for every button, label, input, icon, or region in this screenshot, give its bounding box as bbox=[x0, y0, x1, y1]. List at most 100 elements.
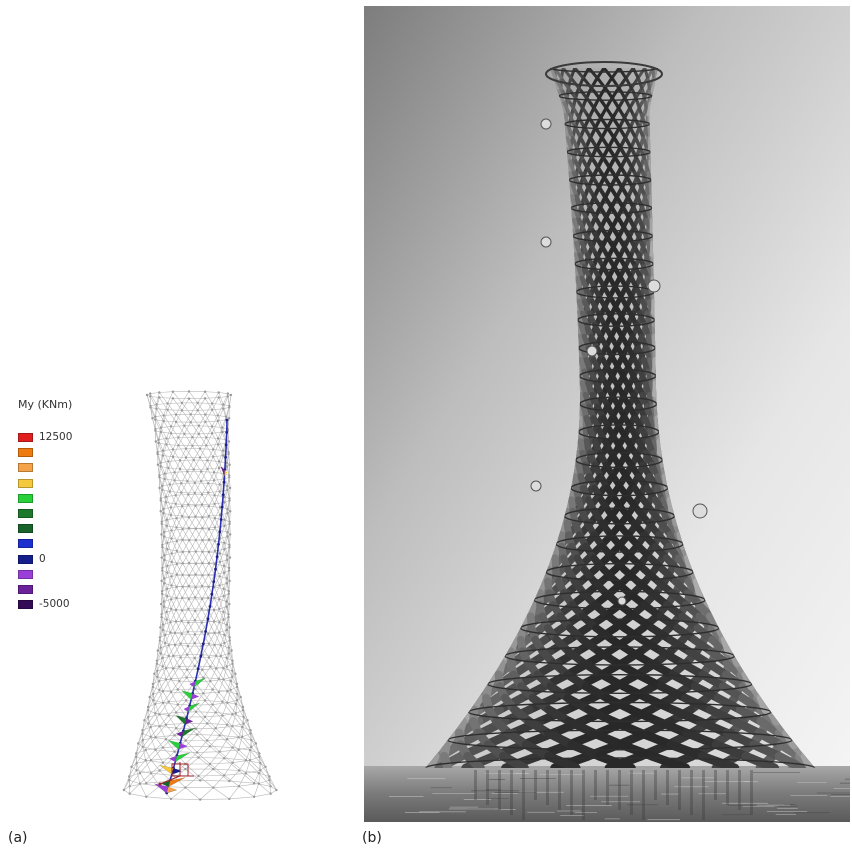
lattice-node bbox=[208, 539, 210, 541]
lattice-node bbox=[182, 562, 184, 564]
lattice-node bbox=[160, 616, 162, 618]
lattice-node bbox=[137, 742, 139, 744]
lattice-node bbox=[172, 391, 174, 393]
member-node bbox=[207, 618, 210, 621]
lattice-edge bbox=[176, 610, 182, 621]
lattice-edge bbox=[171, 506, 182, 507]
legend-swatch bbox=[18, 570, 33, 579]
lattice-node bbox=[170, 432, 172, 434]
lattice-node bbox=[204, 421, 206, 423]
lattice-node bbox=[170, 529, 172, 531]
lattice-edge bbox=[177, 552, 183, 564]
lattice-edge bbox=[196, 506, 203, 518]
lattice-node bbox=[173, 471, 175, 473]
lattice-edge bbox=[230, 511, 231, 522]
lattice-node bbox=[212, 768, 214, 770]
lattice-node bbox=[218, 584, 220, 586]
lattice-node bbox=[166, 611, 168, 613]
lattice-node bbox=[228, 546, 230, 548]
lattice-node bbox=[219, 552, 221, 554]
legend-swatch bbox=[18, 600, 33, 609]
member-node bbox=[223, 481, 226, 484]
lattice-node bbox=[170, 506, 172, 508]
legend-swatch bbox=[18, 448, 33, 457]
lattice-node bbox=[222, 611, 224, 613]
lattice-edge bbox=[202, 599, 208, 610]
lattice-node bbox=[242, 709, 244, 711]
lattice-node bbox=[221, 714, 223, 716]
lattice-node bbox=[159, 639, 161, 641]
lattice-node bbox=[184, 786, 186, 788]
lattice-node bbox=[157, 464, 159, 466]
lattice-edge bbox=[219, 393, 228, 394]
lattice-node bbox=[219, 490, 221, 492]
lattice-edge bbox=[167, 587, 176, 589]
lattice-edge bbox=[159, 398, 173, 399]
lattice-edge bbox=[167, 564, 176, 566]
lattice-edge bbox=[170, 610, 176, 622]
lattice-node bbox=[205, 444, 207, 446]
member-node bbox=[202, 642, 205, 645]
lattice-edge bbox=[167, 549, 176, 551]
lattice-node bbox=[181, 409, 183, 411]
lattice-node bbox=[212, 448, 214, 450]
lattice-node bbox=[228, 780, 230, 782]
lattice-edge bbox=[227, 726, 232, 739]
moment-triangle bbox=[160, 765, 174, 774]
lattice-node bbox=[197, 409, 199, 411]
lattice-node bbox=[227, 392, 229, 394]
lattice-edge bbox=[173, 457, 186, 458]
lattice-node bbox=[215, 667, 217, 669]
lattice-node bbox=[201, 608, 203, 610]
lattice-node bbox=[178, 665, 180, 667]
lattice-node bbox=[217, 443, 219, 445]
lattice-node bbox=[194, 619, 196, 621]
lattice-node bbox=[227, 451, 229, 453]
lattice-node bbox=[223, 572, 225, 574]
lattice-node bbox=[242, 716, 244, 718]
lattice-node bbox=[218, 734, 220, 736]
lattice-node bbox=[228, 626, 230, 628]
lattice-node bbox=[164, 634, 166, 636]
lattice-edge bbox=[188, 623, 195, 635]
lattice-node bbox=[201, 585, 203, 587]
lattice-node bbox=[158, 713, 160, 715]
lattice-edge bbox=[157, 404, 168, 405]
lattice-node bbox=[160, 603, 162, 605]
lattice-node bbox=[269, 785, 271, 787]
lattice-node bbox=[205, 436, 207, 438]
lattice-node bbox=[204, 716, 206, 718]
lattice-edge bbox=[171, 426, 178, 437]
lattice-edge bbox=[205, 421, 217, 422]
lattice-edge bbox=[130, 794, 147, 797]
lattice-node bbox=[187, 645, 189, 647]
legend-label: 12500 bbox=[39, 432, 72, 443]
lattice-node bbox=[208, 551, 210, 553]
lattice-edge bbox=[194, 449, 200, 460]
lattice-edge bbox=[224, 758, 239, 770]
lattice-node bbox=[200, 470, 202, 472]
lattice-edge bbox=[200, 788, 213, 800]
lattice-edge bbox=[155, 703, 163, 714]
lattice-edge bbox=[206, 445, 218, 446]
lattice-edge bbox=[166, 725, 175, 736]
lattice-node bbox=[226, 554, 228, 556]
lattice-edge bbox=[181, 643, 195, 644]
lattice-node bbox=[170, 678, 172, 680]
lattice-node bbox=[226, 465, 228, 467]
lattice-node bbox=[223, 634, 225, 636]
lattice-node bbox=[149, 696, 151, 698]
lattice-node bbox=[160, 426, 162, 428]
lattice-node bbox=[226, 559, 228, 561]
lattice-edge bbox=[205, 392, 219, 393]
lattice-edge bbox=[140, 784, 146, 797]
lattice-node bbox=[158, 725, 160, 727]
lattice-node bbox=[162, 508, 164, 510]
legend-swatch bbox=[18, 479, 33, 488]
lattice-edge bbox=[220, 735, 233, 747]
lattice-node bbox=[145, 796, 147, 798]
lattice-node bbox=[175, 727, 177, 729]
lattice-node bbox=[158, 769, 160, 771]
lattice-node bbox=[228, 652, 230, 654]
lattice-node bbox=[185, 676, 187, 678]
